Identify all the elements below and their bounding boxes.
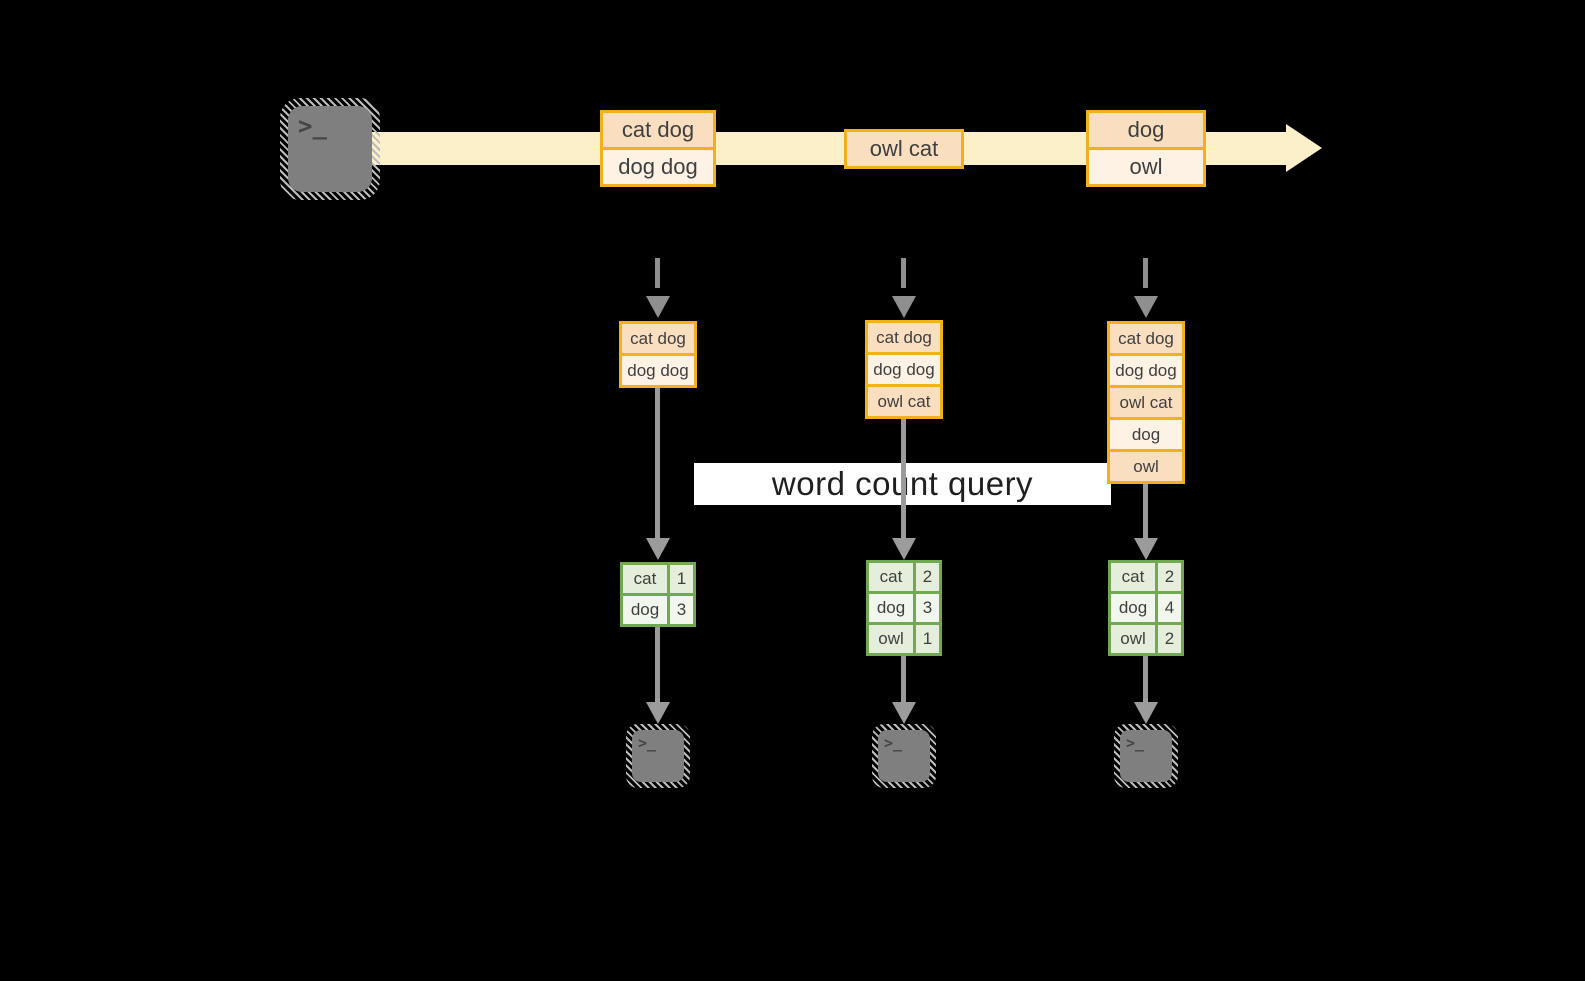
word-cell: cat: [623, 565, 667, 593]
state-record: dog dog: [868, 355, 940, 384]
arrow-head-icon: [1134, 538, 1158, 560]
connector-line: [655, 627, 660, 702]
terminal-prompt-icon: >_: [884, 734, 903, 752]
stream-batch-2: owl cat: [844, 129, 964, 169]
count-row: owl 1: [869, 625, 939, 653]
word-cell: dog: [869, 594, 913, 622]
stream-record: dog: [1089, 113, 1203, 147]
connector-line: [1143, 484, 1148, 538]
stream-arrow-head-icon: [1286, 124, 1322, 172]
state-record: dog dog: [622, 356, 694, 385]
state-record: cat dog: [1110, 324, 1182, 353]
terminal-prompt-icon: >_: [638, 734, 657, 752]
state-record: cat dog: [868, 323, 940, 352]
dashed-arrow-head-icon: [1134, 296, 1158, 318]
word-cell: cat: [1111, 563, 1155, 591]
terminal-screen: [632, 730, 684, 782]
count-cell: 2: [1158, 563, 1181, 591]
count-row: owl 2: [1111, 625, 1181, 653]
state-buffer-1: cat dog dog dog: [619, 321, 697, 388]
stream-batch-3: dog owl: [1086, 110, 1206, 187]
word-cell: owl: [869, 625, 913, 653]
connector-line: [901, 656, 906, 702]
terminal-prompt-icon: >_: [1126, 734, 1145, 752]
count-table-1: cat 1 dog 3: [620, 562, 696, 627]
state-record: dog dog: [1110, 356, 1182, 385]
state-buffer-2: cat dog dog dog owl cat: [865, 320, 943, 419]
state-record: owl: [1110, 452, 1182, 481]
arrow-head-icon: [1134, 702, 1158, 724]
arrow-head-icon: [646, 702, 670, 724]
count-cell: 1: [670, 565, 693, 593]
count-cell: 2: [916, 563, 939, 591]
count-cell: 1: [916, 625, 939, 653]
stream-batch-1: cat dog dog dog: [600, 110, 716, 187]
arrow-head-icon: [646, 538, 670, 560]
terminal-screen: [878, 730, 930, 782]
source-terminal-icon: >_: [280, 98, 380, 200]
dashed-arrow: [655, 258, 660, 288]
output-terminal-icon-1: >_: [626, 724, 690, 788]
connector-line: [655, 388, 660, 538]
word-cell: dog: [623, 596, 667, 624]
dashed-arrow: [901, 258, 906, 288]
count-row: dog 3: [623, 596, 693, 624]
count-row: dog 3: [869, 594, 939, 622]
terminal-prompt-icon: >_: [298, 112, 327, 140]
count-row: dog 4: [1111, 594, 1181, 622]
count-row: cat 1: [623, 565, 693, 593]
terminal-screen: [1120, 730, 1172, 782]
count-row: cat 2: [1111, 563, 1181, 591]
terminal-screen: [288, 106, 372, 192]
state-record: owl cat: [868, 387, 940, 416]
dashed-arrow-head-icon: [646, 296, 670, 318]
count-cell: 3: [670, 596, 693, 624]
word-cell: cat: [869, 563, 913, 591]
state-record: dog: [1110, 420, 1182, 449]
count-table-3: cat 2 dog 4 owl 2: [1108, 560, 1184, 656]
word-cell: owl: [1111, 625, 1155, 653]
arrow-head-icon: [892, 702, 916, 724]
state-record: cat dog: [622, 324, 694, 353]
stream-record: owl cat: [847, 132, 961, 166]
dashed-arrow-head-icon: [892, 296, 916, 318]
dashed-arrow: [1143, 258, 1148, 288]
output-terminal-icon-2: >_: [872, 724, 936, 788]
count-row: cat 2: [869, 563, 939, 591]
connector-line: [1143, 656, 1148, 702]
stream-record: cat dog: [603, 113, 713, 147]
count-table-2: cat 2 dog 3 owl 1: [866, 560, 942, 656]
stream-record: owl: [1089, 150, 1203, 184]
stream-record: dog dog: [603, 150, 713, 184]
output-terminal-icon-3: >_: [1114, 724, 1178, 788]
word-cell: dog: [1111, 594, 1155, 622]
state-record: owl cat: [1110, 388, 1182, 417]
count-cell: 3: [916, 594, 939, 622]
arrow-head-icon: [892, 538, 916, 560]
count-cell: 2: [1158, 625, 1181, 653]
count-cell: 4: [1158, 594, 1181, 622]
state-buffer-3: cat dog dog dog owl cat dog owl: [1107, 321, 1185, 484]
connector-line: [901, 419, 906, 538]
